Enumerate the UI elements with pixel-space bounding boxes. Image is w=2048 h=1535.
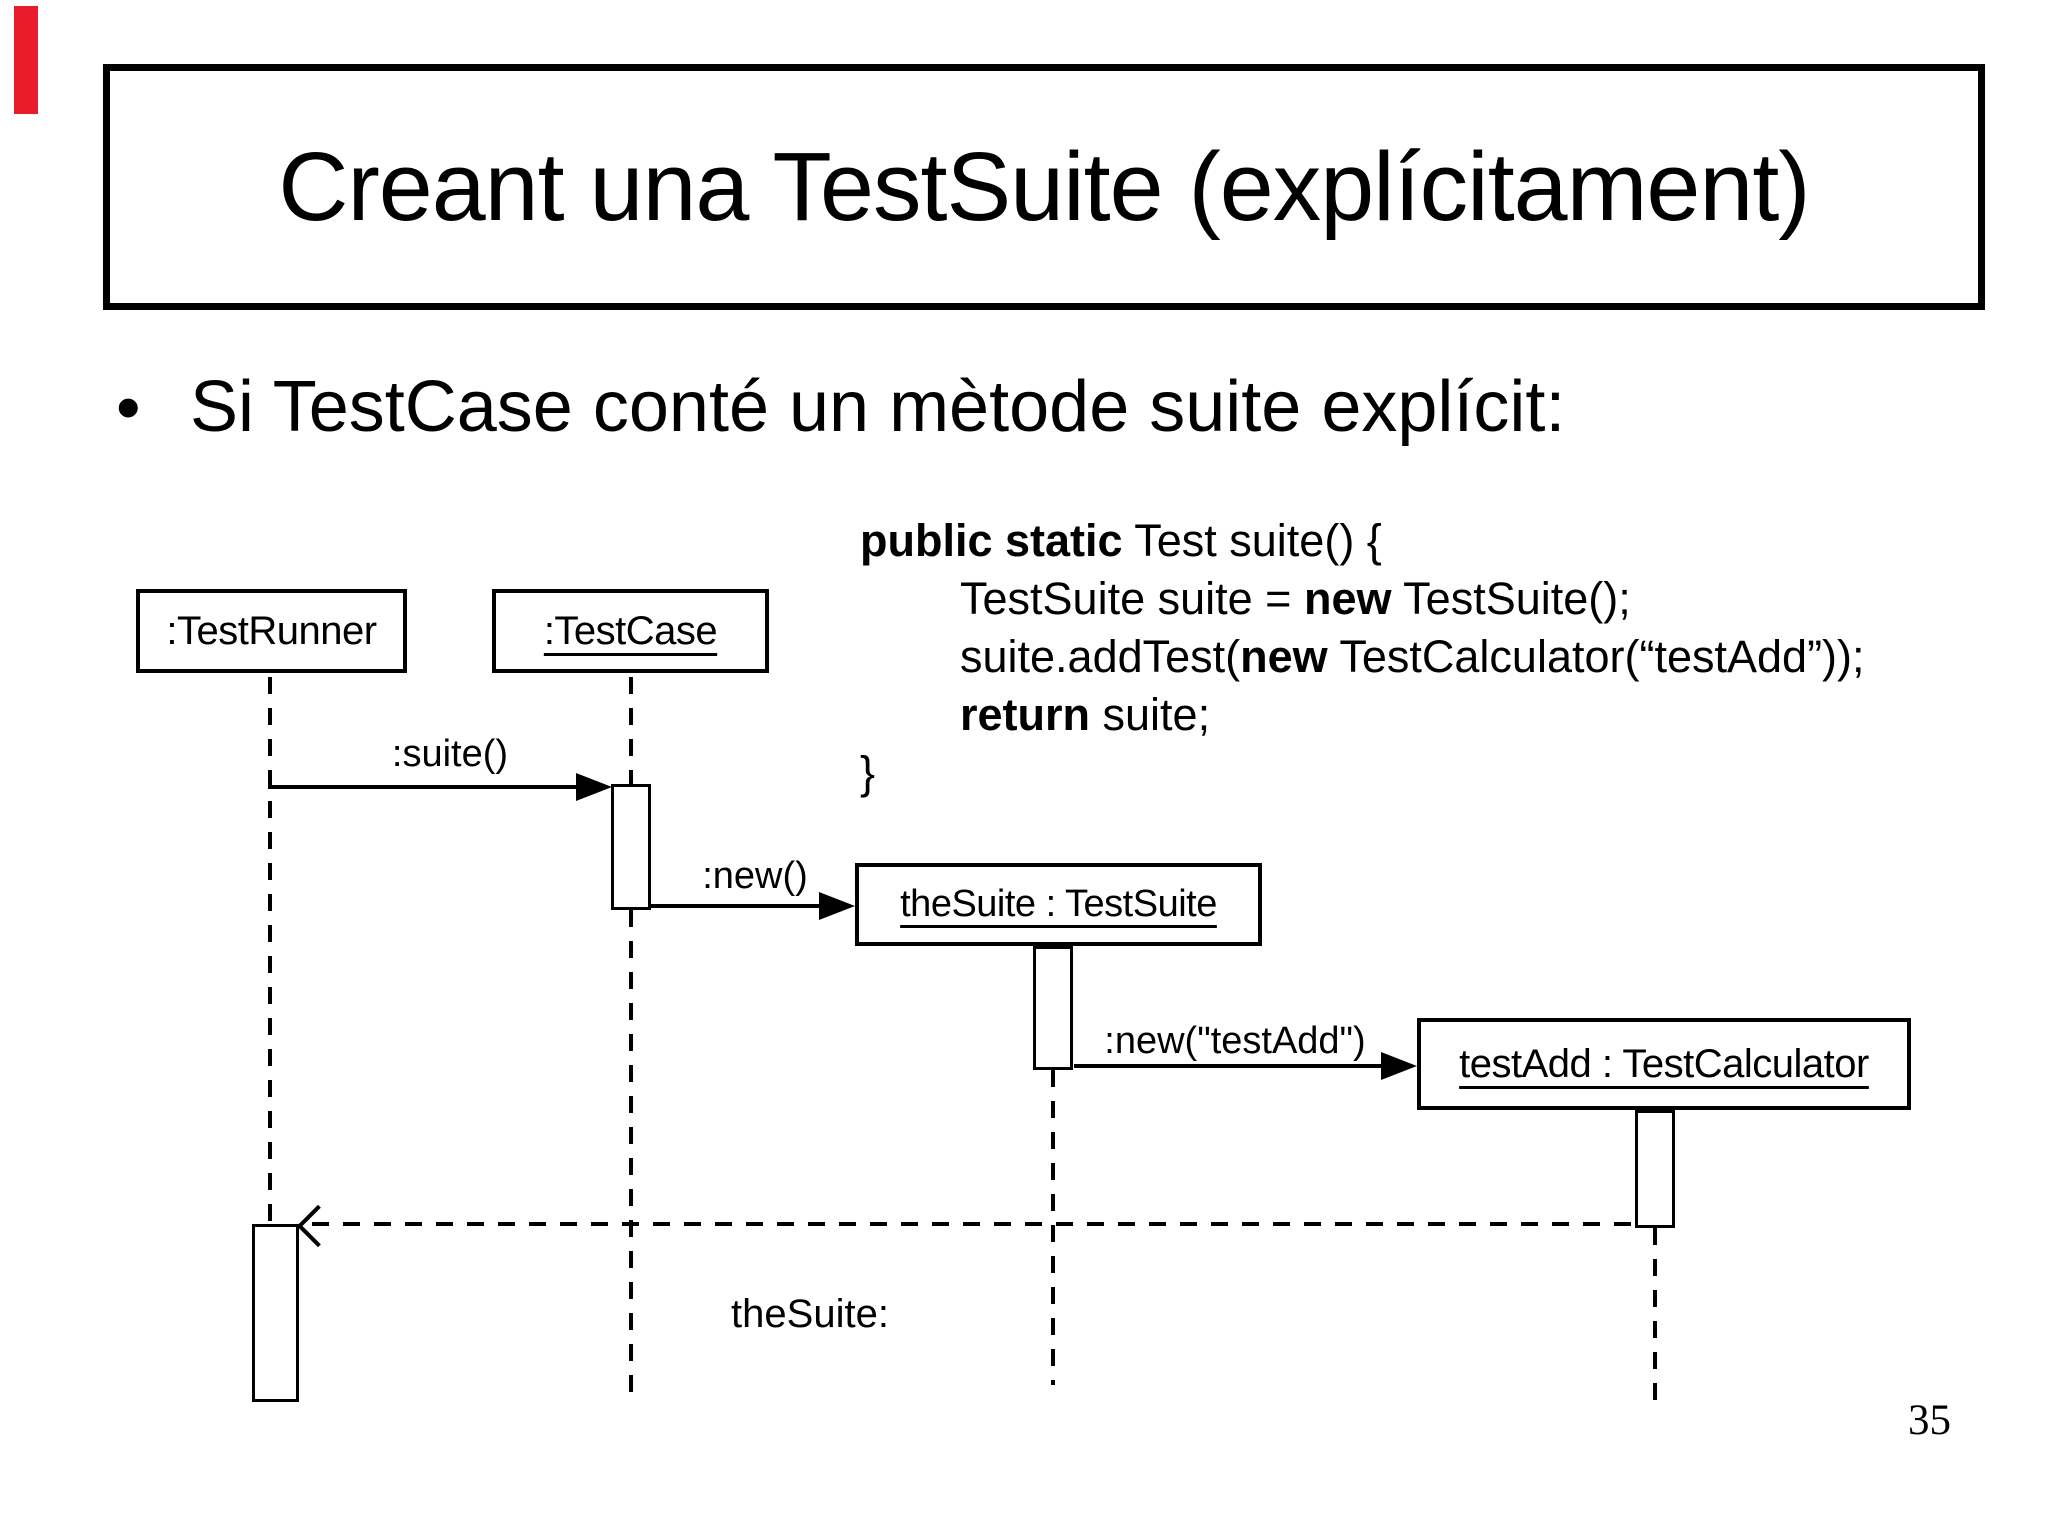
code-snippet: public static Test suite() { TestSuite s…	[860, 512, 1865, 802]
code-keyword: return	[960, 689, 1091, 740]
bullet-text: Si TestCase conté un mètode suite explíc…	[190, 367, 1566, 447]
code-line-5: }	[860, 744, 1865, 802]
object-label-testcase: :TestCase	[543, 608, 718, 653]
object-box-thesuite: theSuite : TestSuite	[855, 863, 1262, 946]
activation-testcase	[611, 784, 651, 910]
red-accent-bar	[14, 6, 38, 114]
code-text: suite.addTest(	[960, 631, 1241, 682]
title-box: Creant una TestSuite (explícitament)	[103, 64, 1985, 310]
code-text: TestCalculator(“testAdd”));	[1327, 631, 1865, 682]
object-box-testadd: testAdd : TestCalculator	[1417, 1018, 1911, 1110]
lifeline-testrunner	[268, 677, 272, 1222]
message-new-label: :new()	[702, 855, 808, 897]
return-message-line	[312, 1222, 1638, 1226]
code-text: suite;	[1090, 689, 1211, 740]
lifeline-thesuite	[1051, 1070, 1055, 1385]
code-keyword: new	[1240, 631, 1328, 682]
return-message-label: theSuite:	[731, 1292, 889, 1336]
lifeline-testcase-upper	[629, 677, 633, 784]
filled-arrowhead-right-icon	[819, 892, 855, 920]
activation-testadd	[1635, 1110, 1675, 1228]
code-text: Test suite() {	[1122, 515, 1382, 566]
activation-thesuite	[1033, 946, 1073, 1070]
object-label-thesuite: theSuite : TestSuite	[900, 883, 1217, 925]
filled-arrowhead-right-icon	[1381, 1052, 1417, 1080]
object-box-testcase: :TestCase	[492, 589, 769, 673]
code-line-1: public static Test suite() {	[860, 512, 1865, 570]
code-text: TestSuite();	[1391, 573, 1631, 624]
message-new-testadd-line	[1074, 1064, 1383, 1068]
page-number: 35	[1908, 1397, 1951, 1444]
code-line-3: suite.addTest(new TestCalculator(“testAd…	[960, 628, 1865, 686]
activation-testrunner	[252, 1224, 299, 1402]
open-arrowhead-left-icon	[296, 1204, 340, 1248]
message-new-testadd-label: :new("testAdd")	[1104, 1020, 1366, 1062]
object-label-testadd: testAdd : TestCalculator	[1459, 1041, 1869, 1086]
code-text: }	[860, 747, 876, 798]
code-line-4: return suite;	[960, 686, 1865, 744]
message-new-line	[651, 904, 821, 908]
lifeline-testadd	[1653, 1228, 1657, 1405]
message-suite-label: :suite()	[391, 733, 509, 775]
object-label-testrunner: :TestRunner	[166, 608, 377, 653]
bullet-icon: •	[116, 368, 141, 446]
lifeline-testcase-lower	[629, 910, 633, 1400]
code-keyword: public static	[860, 515, 1123, 566]
message-suite-line	[268, 785, 578, 789]
page-title: Creant una TestSuite (explícitament)	[278, 132, 1810, 241]
filled-arrowhead-right-icon	[576, 773, 612, 801]
code-text: TestSuite suite =	[960, 573, 1304, 624]
code-keyword: new	[1303, 573, 1392, 624]
object-box-testrunner: :TestRunner	[136, 589, 407, 673]
code-line-2: TestSuite suite = new TestSuite();	[960, 570, 1865, 628]
